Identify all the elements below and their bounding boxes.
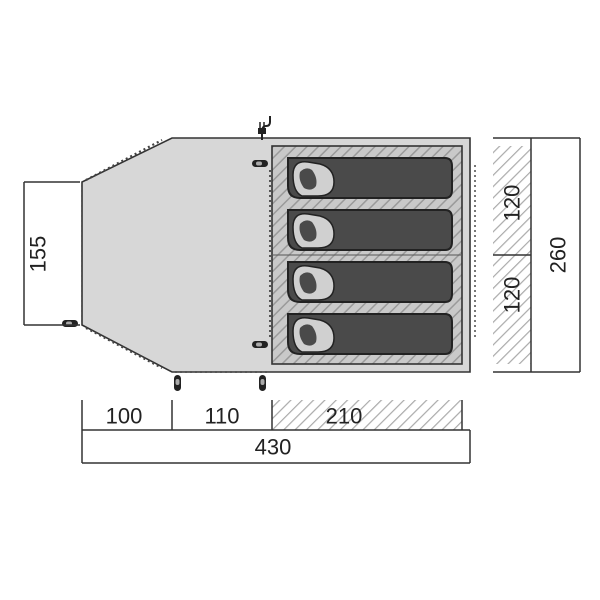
bottom-dimensions: 100 110 210 430 (81, 400, 471, 464)
door-edge-top (85, 139, 163, 181)
tent-peg-icon (174, 375, 181, 391)
front-height-label: 155 (26, 236, 51, 273)
inner-left-bottom-label: 120 (500, 277, 525, 314)
right-dimensions: 120 120 260 (493, 137, 581, 373)
sleeping-bag-3 (287, 261, 453, 303)
inner-tent-length-hatch (272, 400, 462, 430)
front-height-dimension: 155 (23, 181, 80, 326)
front-width-label: 100 (106, 404, 143, 429)
tent-peg-icon (259, 375, 266, 391)
inner-left-top-label: 120 (500, 185, 525, 222)
tent-peg-icon (252, 341, 268, 348)
inner-tent-side-hatch (493, 146, 531, 255)
vestibule-width-label: 110 (204, 404, 239, 429)
sleeping-bag-1 (287, 157, 453, 200)
total-length-label: 430 (255, 435, 292, 460)
total-height-label: 260 (546, 237, 571, 274)
inner-width-label: 210 (326, 404, 363, 429)
tent-peg-icon (62, 320, 78, 327)
sleeping-bag-2 (287, 209, 453, 252)
sleeping-bag-4 (287, 313, 453, 355)
power-plug-icon (258, 116, 271, 140)
tent-peg-icon (252, 160, 268, 167)
door-edge-bottom (85, 327, 163, 369)
